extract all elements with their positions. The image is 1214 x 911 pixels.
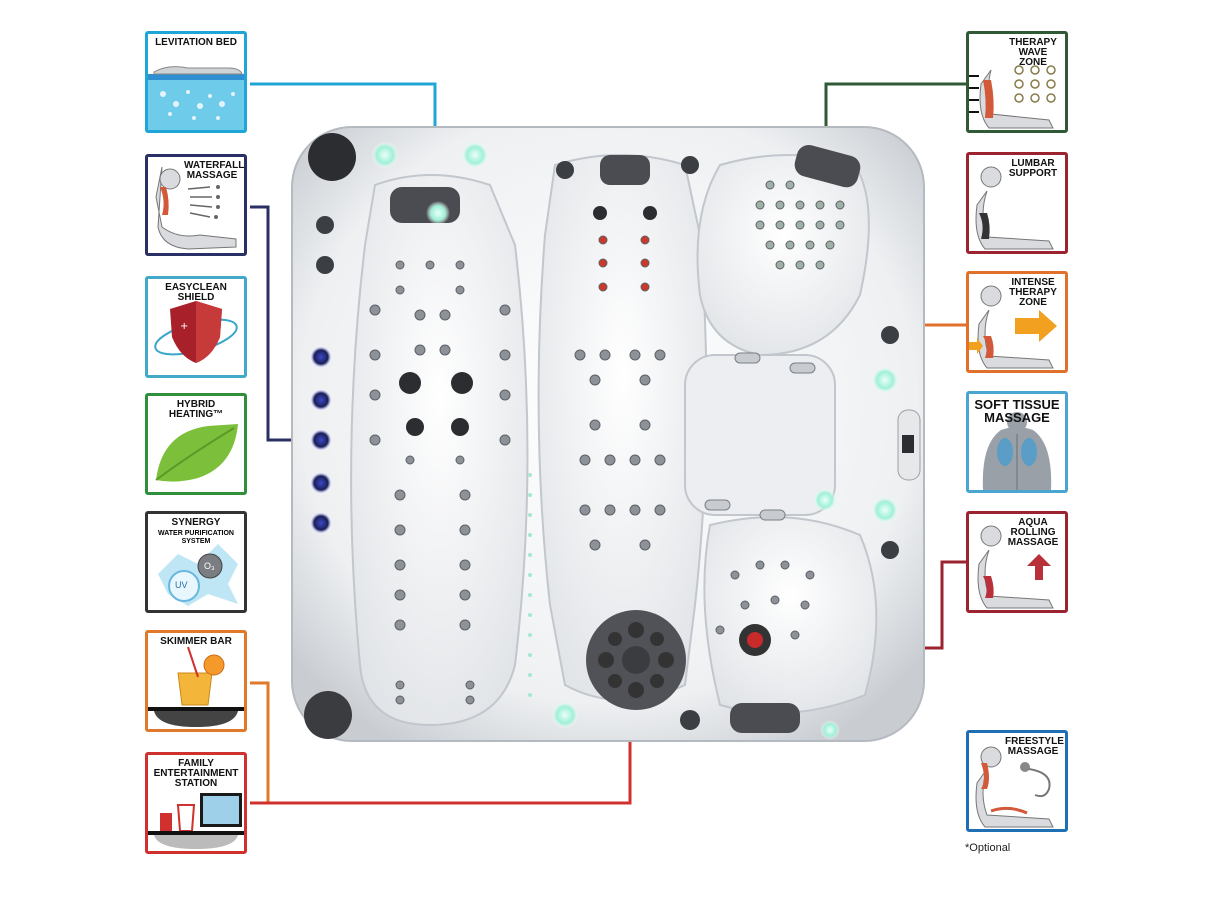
back-muscles-icon — [982, 412, 1052, 490]
freestyle-massage-icon — [975, 746, 1054, 828]
waterfall-massage-icon — [155, 166, 237, 250]
feature-label: SKIMMER BAR — [160, 636, 232, 647]
feature-card-synergy: SYNERGY WATER PURIFICATION SYSTEM UV O₃ — [145, 511, 247, 613]
connector-skimmer-bar — [250, 681, 270, 803]
svg-text:+: + — [180, 321, 188, 332]
lumbar-support-icon — [975, 166, 1054, 250]
hot-tub-illustration — [291, 126, 925, 742]
feature-label: WATERFALL MASSAGE — [184, 160, 245, 181]
feature-label: HYBRID HEATING™ — [168, 399, 224, 420]
shield-icon: + — [154, 301, 238, 363]
water-purification-icon — [158, 544, 238, 606]
feature-card-soft-tissue-massage: SOFT TISSUE MASSAGE — [966, 391, 1068, 493]
uv-label: UV — [175, 580, 188, 590]
feature-card-intense-therapy-zone: INTENSE THERAPY ZONE — [966, 271, 1068, 373]
feature-card-therapy-wave-zone: THERAPY WAVE ZONE — [966, 31, 1068, 133]
feature-card-easyclean-shield: + EASYCLEAN SHIELD — [145, 276, 247, 378]
levitation-bed-icon — [148, 66, 244, 130]
feature-card-hybrid-heating: HYBRID HEATING™ — [145, 393, 247, 495]
optional-footnote: *Optional — [965, 842, 1011, 854]
feature-label: SYNERGY — [171, 517, 221, 528]
therapy-wave-icon — [969, 65, 1056, 129]
tv-icon — [148, 793, 244, 849]
feature-card-waterfall-massage: WATERFALL MASSAGE — [145, 154, 247, 256]
feature-card-levitation-bed: LEVITATION BED — [145, 31, 247, 133]
ozone-label: O₃ — [204, 561, 215, 571]
drink-icon — [148, 646, 244, 727]
feature-label: EASYCLEAN SHIELD — [165, 282, 227, 303]
aqua-rolling-icon — [977, 525, 1054, 609]
feature-card-family-entertainment: FAMILY ENTERTAINMENT STATION — [145, 752, 247, 854]
feature-label: LUMBAR SUPPORT — [1008, 158, 1058, 179]
feature-label: INTENSE THERAPY ZONE — [1009, 277, 1057, 308]
feature-card-lumbar-support: LUMBAR SUPPORT — [966, 152, 1068, 254]
feature-label: SOFT TISSUE MASSAGE — [974, 397, 1060, 425]
feature-label: THERAPY WAVE ZONE — [1009, 37, 1057, 68]
feature-label: AQUA ROLLING MASSAGE — [1007, 517, 1059, 548]
feature-label: FREESTYLE MASSAGE — [1005, 736, 1064, 757]
feature-card-freestyle-massage: FREESTYLE MASSAGE — [966, 730, 1068, 832]
feature-label: FAMILY ENTERTAINMENT STATION — [153, 758, 239, 789]
feature-sublabel: WATER PURIFICATION SYSTEM — [158, 530, 234, 545]
feature-card-skimmer-bar: SKIMMER BAR — [145, 630, 247, 732]
leaf-icon — [155, 424, 238, 482]
intense-therapy-icon — [969, 285, 1057, 369]
feature-label: LEVITATION BED — [155, 37, 237, 48]
feature-card-aqua-rolling-massage: AQUA ROLLING MASSAGE — [966, 511, 1068, 613]
